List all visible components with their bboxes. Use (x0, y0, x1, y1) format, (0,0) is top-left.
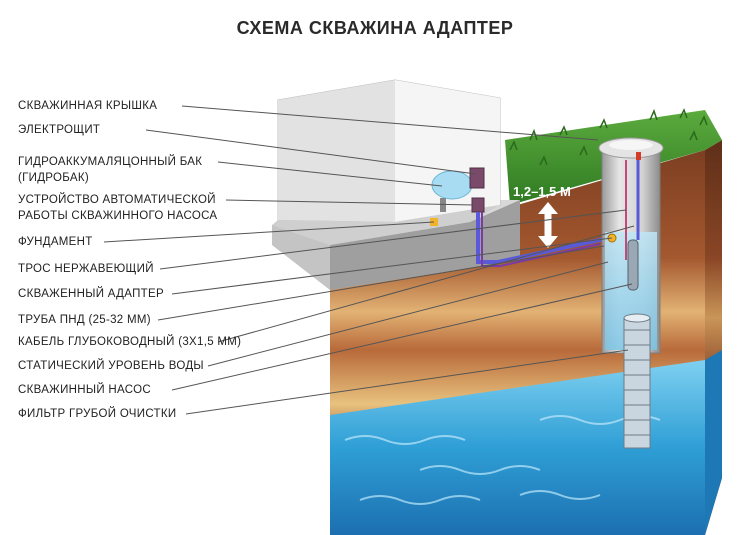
label-hydro-tank-short: (ГИДРОБАК) (18, 170, 89, 186)
label-hydro-tank: ГИДРОАККУМАЛЯЦОННЫЙ БАК (18, 154, 202, 170)
label-deep-cable: КАБЕЛЬ ГЛУБОКОВОДНЫЙ (3Х1,5 ММ) (18, 334, 241, 350)
depth-label: 1,2–1,5 М (513, 184, 571, 199)
label-coarse-filter: ФИЛЬТР ГРУБОЙ ОЧИСТКИ (18, 406, 176, 422)
tank-leg (440, 198, 446, 212)
label-electric-panel: ЭЛЕКТРОЩИТ (18, 122, 100, 138)
groundwater-side (705, 350, 722, 535)
well-cap-top (609, 140, 653, 150)
submersible-pump (628, 240, 638, 290)
label-pnd-pipe: ТРУБА ПНД (25-32 ММ) (18, 312, 151, 328)
electric-panel (470, 168, 484, 188)
label-automation-device: УСТРОЙСТВО АВТОМАТИЧЕСКОЙ (18, 192, 216, 208)
label-static-water-level: СТАТИЧЕСКИЙ УРОВЕНЬ ВОДЫ (18, 358, 204, 374)
label-stainless-rope: ТРОС НЕРЖАВЕЮЩИЙ (18, 261, 154, 277)
well-screen (624, 318, 650, 448)
label-well-adapter: СКВАЖЕННЫЙ АДАПТЕР (18, 286, 164, 302)
label-well-cap: СКВАЖИННАЯ КРЫШКА (18, 98, 157, 114)
well-cap-marker (636, 152, 641, 160)
label-automation-device-line2: РАБОТЫ СКВАЖИННОГО НАСОСА (18, 208, 217, 224)
hydro-tank (432, 171, 472, 199)
screen-top (624, 314, 650, 322)
house-wall-left (278, 80, 395, 222)
label-foundation: ФУНДАМЕНТ (18, 234, 93, 250)
label-submersible-pump: СКВАЖИННЫЙ НАСОС (18, 382, 151, 398)
